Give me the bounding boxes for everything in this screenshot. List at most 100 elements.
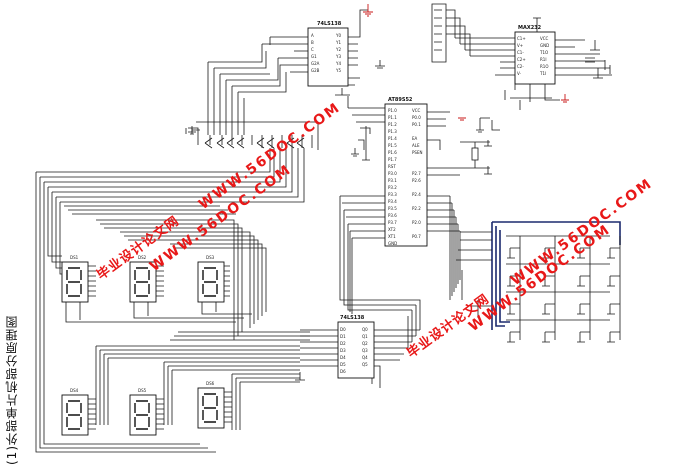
rs232-chip-label: MAX232 xyxy=(518,25,542,31)
keypad-matrix xyxy=(456,221,621,343)
svg-text:P1.7: P1.7 xyxy=(388,157,397,162)
svg-text:Y1: Y1 xyxy=(335,40,341,45)
svg-text:D6: D6 xyxy=(340,369,346,374)
svg-text:P3.6: P3.6 xyxy=(388,213,397,218)
svg-text:XT1: XT1 xyxy=(388,234,396,239)
svg-text:P2.2: P2.2 xyxy=(412,206,421,211)
mcu-chip-label: AT89S52 xyxy=(388,97,413,103)
decoder-chip-top-label: 74LS138 xyxy=(317,21,342,27)
svg-text:GND: GND xyxy=(388,241,397,246)
ground-icon xyxy=(188,126,196,135)
seven-segment-display: DS2 xyxy=(129,255,244,319)
svg-text:P3.2: P3.2 xyxy=(388,185,397,190)
svg-text:Q3: Q3 xyxy=(362,348,368,353)
svg-text:Y2: Y2 xyxy=(335,47,341,52)
svg-text:P0.0: P0.0 xyxy=(412,115,421,120)
svg-text:ALE: ALE xyxy=(412,143,420,148)
seven-segment-display: DS1 xyxy=(61,255,236,323)
seven-segment-display: DS6 xyxy=(197,381,232,429)
svg-text:C2+: C2+ xyxy=(517,57,526,62)
svg-text:P3.7: P3.7 xyxy=(388,220,397,225)
display-label: DS6 xyxy=(206,381,215,386)
svg-text:D4: D4 xyxy=(340,355,346,360)
svg-text:Q0: Q0 xyxy=(362,327,368,332)
svg-text:Q2: Q2 xyxy=(362,341,368,346)
svg-text:D0: D0 xyxy=(340,327,346,332)
svg-text:P1.5: P1.5 xyxy=(388,143,397,148)
rs232-chip: MAX232 C1+ V+ C1- C2+ C2- V- VCC GND T1O R1I R1… xyxy=(514,25,556,85)
svg-text:Q1: Q1 xyxy=(362,334,368,339)
ground-icon xyxy=(561,94,569,103)
mcu-chip: AT89S52 P1.0P1.1P1.2 P1.3P1.4P1.5 P1.6P1… xyxy=(384,97,428,247)
svg-text:G1: G1 xyxy=(311,54,317,59)
svg-text:C: C xyxy=(311,47,314,52)
svg-text:XT2: XT2 xyxy=(388,227,396,232)
svg-text:G2A: G2A xyxy=(311,61,320,66)
display-row-2: DS4 DS5 DS6 xyxy=(61,381,232,436)
display-label: DS4 xyxy=(70,388,79,393)
svg-text:V+: V+ xyxy=(517,43,523,48)
svg-text:Y5: Y5 xyxy=(335,68,341,73)
svg-text:VCC: VCC xyxy=(540,36,549,41)
display-label: DS1 xyxy=(70,255,79,260)
seven-segment-display: DS3 xyxy=(197,255,252,315)
svg-text:C1+: C1+ xyxy=(517,36,526,41)
ground-icon xyxy=(363,4,373,17)
seven-segment-display: DS5 xyxy=(129,388,164,436)
svg-text:RST: RST xyxy=(388,164,396,169)
svg-text:P3.1: P3.1 xyxy=(388,178,397,183)
svg-text:Y3: Y3 xyxy=(335,54,341,59)
svg-text:T1I: T1I xyxy=(539,71,546,76)
svg-text:P3.4: P3.4 xyxy=(388,199,397,204)
svg-text:D3: D3 xyxy=(340,348,346,353)
svg-text:D1: D1 xyxy=(340,334,346,339)
svg-text:B: B xyxy=(311,40,314,45)
ground-icon xyxy=(458,117,466,121)
decoder-chip-bottom-label: 74LS138 xyxy=(340,315,365,321)
display-label: DS5 xyxy=(138,388,147,393)
crystal-icon xyxy=(460,140,492,175)
svg-text:Q5: Q5 xyxy=(362,362,368,367)
svg-text:D5: D5 xyxy=(340,362,346,367)
svg-text:VCC: VCC xyxy=(412,108,421,113)
svg-text:P2.7: P2.7 xyxy=(412,171,421,176)
svg-text:A: A xyxy=(311,33,314,38)
svg-text:P1.2: P1.2 xyxy=(388,122,397,127)
svg-text:P2.0: P2.0 xyxy=(412,220,421,225)
svg-text:GND: GND xyxy=(540,43,549,48)
transistor-row xyxy=(185,121,319,150)
svg-text:C1-: C1- xyxy=(517,50,524,55)
svg-text:EA: EA xyxy=(412,136,418,141)
svg-text:P2.6: P2.6 xyxy=(412,178,421,183)
svg-text:P1.1: P1.1 xyxy=(388,115,397,120)
svg-text:D2: D2 xyxy=(340,341,346,346)
svg-text:R1I: R1I xyxy=(540,57,547,62)
svg-text:P1.0: P1.0 xyxy=(388,108,397,113)
svg-text:P1.4: P1.4 xyxy=(388,136,397,141)
seven-segment-display: DS4 xyxy=(61,388,96,436)
display-label: DS2 xyxy=(138,255,147,260)
svg-text:P1.3: P1.3 xyxy=(388,129,397,134)
ground-icon xyxy=(351,148,359,157)
svg-text:V-: V- xyxy=(517,71,522,76)
svg-text:P2.4: P2.4 xyxy=(412,192,421,197)
svg-text:C2-: C2- xyxy=(517,64,524,69)
svg-text:P3.3: P3.3 xyxy=(388,192,397,197)
svg-text:R1O: R1O xyxy=(540,64,548,69)
db9-connector-icon xyxy=(431,3,471,63)
svg-text:G2B: G2B xyxy=(311,68,320,73)
display-label: DS3 xyxy=(206,255,215,260)
svg-text:P3.5: P3.5 xyxy=(388,206,397,211)
svg-text:Y0: Y0 xyxy=(335,33,341,38)
svg-text:P0.1: P0.1 xyxy=(412,122,421,127)
svg-text:P3.0: P3.0 xyxy=(388,171,397,176)
svg-text:Q4: Q4 xyxy=(362,355,368,360)
svg-text:P1.6: P1.6 xyxy=(388,150,397,155)
svg-text:Y4: Y4 xyxy=(335,61,341,66)
svg-text:T1O: T1O xyxy=(539,50,548,55)
svg-text:P0.7: P0.7 xyxy=(412,234,421,239)
display-row-1: DS1 DS2 DS3 xyxy=(61,255,252,323)
